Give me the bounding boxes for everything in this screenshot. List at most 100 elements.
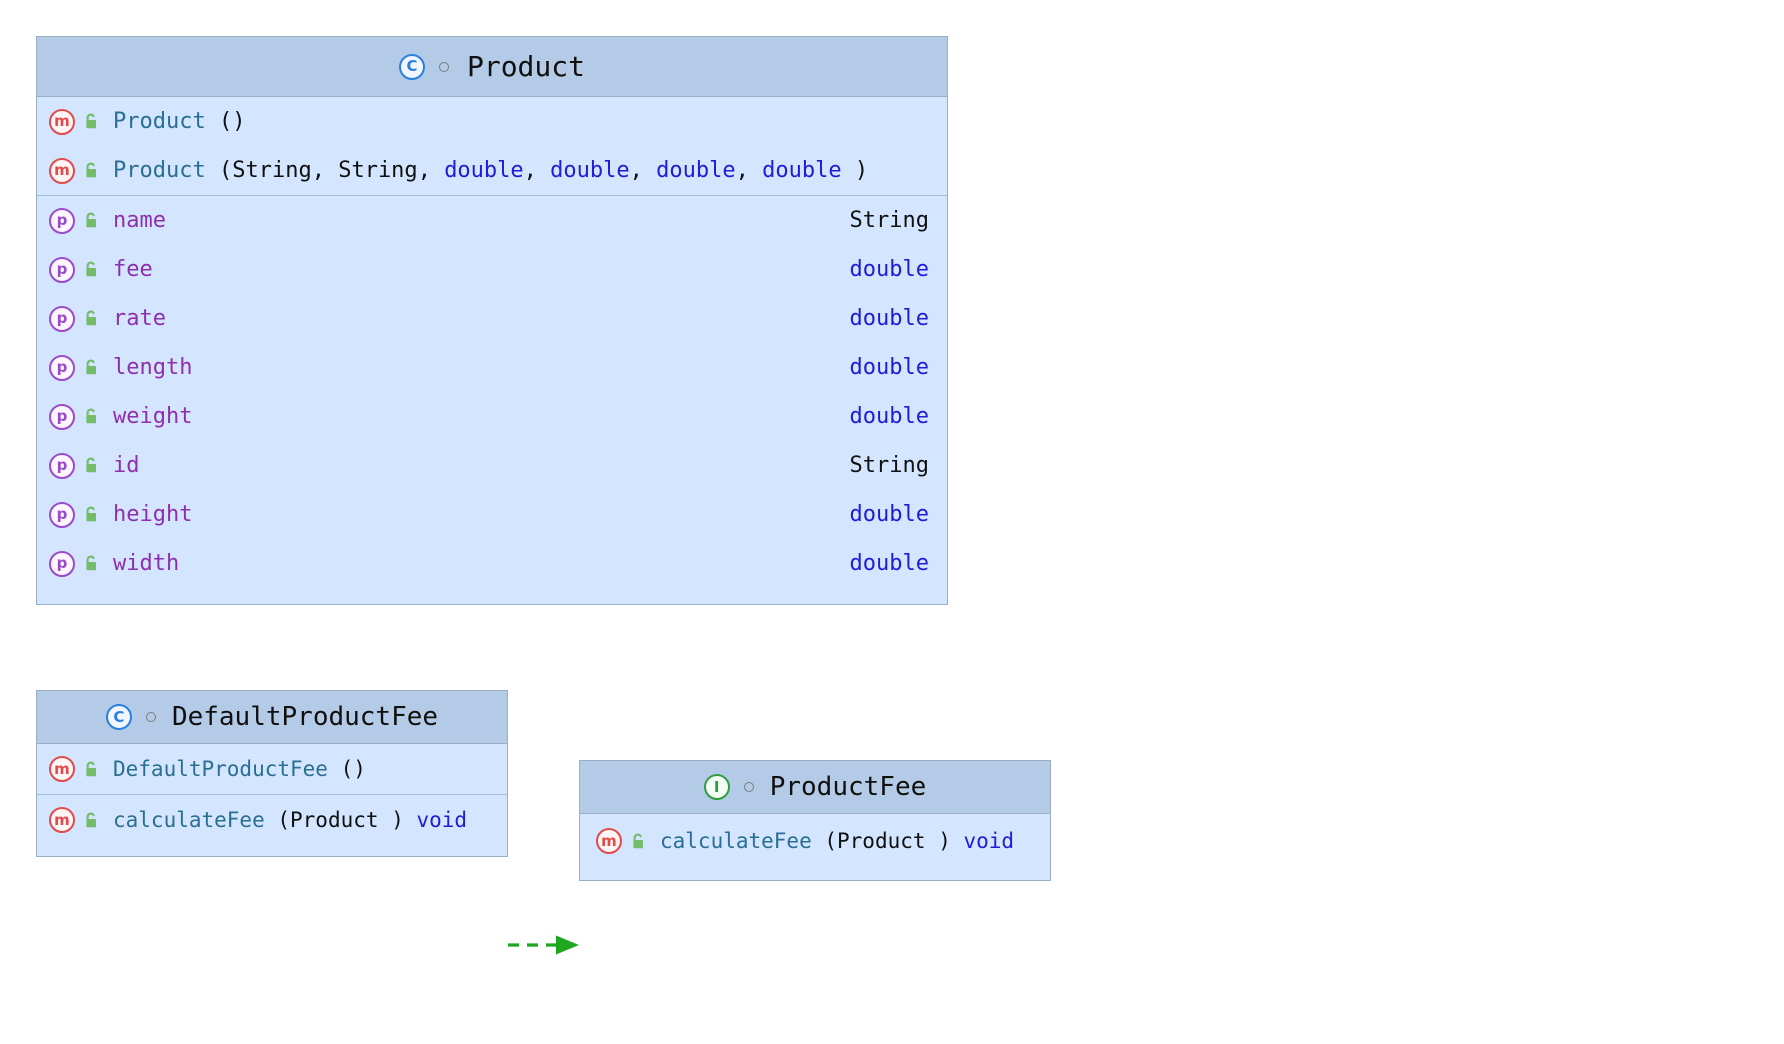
property-p-icon: p [49, 207, 75, 234]
property-name-cell: id [113, 453, 850, 478]
method-name: calculateFee [113, 808, 265, 832]
param-separator: , [417, 158, 445, 183]
method-row[interactable]: m calculateFee (Product ) void [580, 814, 1050, 868]
property-type: String [849, 208, 929, 233]
param-type: double [656, 158, 736, 183]
node-title-productfee: ProductFee [769, 772, 927, 802]
row-icons: p [49, 354, 100, 381]
property-type-cell: double [850, 306, 929, 331]
uml-node-productfee[interactable]: I ProductFee m calculateFee (Product ) vo… [579, 760, 1051, 881]
interface-i-icon: I [703, 774, 730, 800]
method-row[interactable]: m calculateFee (Product ) void [37, 795, 507, 845]
param-type: String [338, 158, 418, 183]
method-name: calculateFee [660, 829, 812, 853]
property-row[interactable]: p width double [37, 539, 947, 588]
node-header-productfee[interactable]: I ProductFee [580, 761, 1050, 814]
property-type: double [849, 355, 929, 380]
public-unlocked-icon [82, 309, 100, 328]
method-m-icon: m [49, 157, 75, 184]
property-name: fee [113, 257, 153, 282]
row-icons: p [49, 207, 100, 234]
property-name-cell: length [113, 355, 850, 380]
row-icons: p [49, 305, 100, 332]
property-type-cell: String [850, 453, 929, 478]
param-separator: , [311, 158, 339, 183]
property-name: width [113, 551, 180, 576]
property-name: id [113, 453, 140, 478]
method-m-icon: m [596, 828, 622, 854]
property-type-cell: double [850, 257, 929, 282]
property-name-cell: height [113, 502, 850, 527]
public-unlocked-icon [82, 811, 100, 830]
public-unlocked-icon [82, 456, 100, 475]
property-name: name [113, 208, 166, 233]
param-separator: , [629, 158, 657, 183]
property-type: double [849, 551, 929, 576]
property-type: String [849, 453, 929, 478]
row-icons: p [49, 403, 100, 430]
property-p-icon: p [49, 403, 75, 430]
property-p-icon: p [49, 354, 75, 381]
row-icons: m [49, 807, 100, 833]
class-c-icon: C [398, 53, 425, 80]
node-header-product[interactable]: C Product [37, 37, 947, 97]
public-unlocked-icon [82, 407, 100, 426]
method-m-icon: m [49, 108, 75, 135]
property-row[interactable]: p name String [37, 196, 947, 245]
node-title-defaultproductfee: DefaultProductFee [171, 702, 439, 732]
method-group: m calculateFee (Product ) void [37, 794, 507, 845]
open-paren: ( [811, 829, 838, 853]
property-name: height [113, 502, 193, 527]
node-header-defaultproductfee[interactable]: C DefaultProductFee [37, 691, 507, 744]
param-type: double [444, 158, 524, 183]
return-type: void [963, 829, 1015, 853]
method-name: Product [113, 158, 206, 183]
open-paren: ( [327, 757, 354, 781]
param-separator: , [735, 158, 763, 183]
public-unlocked-icon [82, 358, 100, 377]
property-p-icon: p [49, 550, 75, 577]
method-name: Product [113, 109, 206, 134]
method-row[interactable]: m Product (String, String, double, double… [37, 146, 947, 195]
method-m-icon: m [49, 756, 75, 782]
method-signature: calculateFee (Product ) void [113, 808, 493, 832]
property-type-cell: double [850, 551, 929, 576]
property-type: double [849, 257, 929, 282]
relation-realization-dpf-to-pf[interactable] [508, 933, 588, 957]
property-name-cell: fee [113, 257, 850, 282]
visibility-dot-icon [145, 712, 156, 722]
property-name-cell: weight [113, 404, 850, 429]
node-title-product: Product [466, 50, 585, 83]
row-icons: m [596, 828, 647, 854]
space [951, 829, 964, 853]
close-paren: ) [232, 109, 246, 134]
space [404, 808, 417, 832]
row-icons: m [49, 108, 100, 135]
space [842, 158, 855, 183]
method-signature: calculateFee (Product ) void [660, 829, 1036, 853]
property-name-cell: width [113, 551, 850, 576]
property-type-cell: String [850, 208, 929, 233]
public-unlocked-icon [629, 832, 647, 851]
method-signature: Product (String, String, double, double,… [113, 158, 929, 183]
open-paren: ( [264, 808, 291, 832]
class-c-icon: C [105, 704, 132, 730]
public-unlocked-icon [82, 760, 100, 779]
row-icons: m [49, 756, 100, 782]
close-paren: ) [854, 158, 869, 183]
property-type: double [849, 404, 929, 429]
return-type: void [416, 808, 468, 832]
